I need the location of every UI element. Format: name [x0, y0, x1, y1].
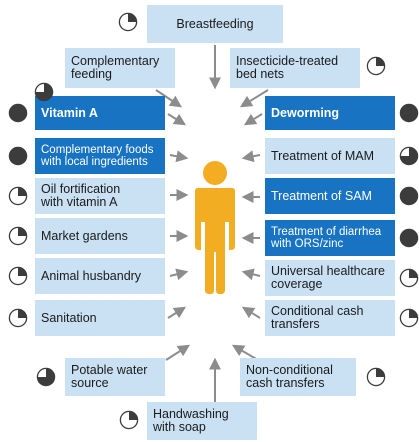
label-sanitation: Sanitation	[41, 310, 97, 325]
label-bed-nets: Insecticide-treated bed nets	[236, 54, 339, 81]
label-complementary-feeding: Complementary feeding	[71, 54, 160, 81]
pie-outline	[399, 228, 419, 248]
label-vitamin-a: Vitamin A	[41, 105, 98, 120]
pie-slice	[409, 269, 418, 278]
pie-slice	[128, 13, 137, 22]
pie-icon-sam	[399, 186, 419, 206]
box-vitamin-a: Vitamin A	[35, 96, 165, 130]
pie-icon-uhc	[399, 268, 419, 288]
arrow-vitamin-a	[167, 113, 187, 126]
box-conditional-cash: Conditional cash transfers	[265, 300, 395, 336]
box-handwashing: Handwashing with soap	[147, 402, 257, 440]
pie-icon-oil-fortification	[8, 186, 28, 206]
pie-icon-sanitation	[8, 308, 28, 328]
label-sam: Treatment of SAM	[271, 188, 372, 203]
box-bed-nets: Insecticide-treated bed nets	[230, 48, 360, 88]
pie-slice	[409, 309, 418, 318]
label-mam: Treatment of MAM	[271, 148, 375, 163]
arrow-sanitation	[167, 306, 187, 319]
box-diarrhea: Treatment of diarrhea with ORS/zinc	[265, 220, 395, 256]
pie-slice	[18, 267, 27, 276]
pie-icon-breastfeeding	[118, 12, 138, 32]
arrow-conditional-cash	[241, 306, 261, 319]
pie-outline	[8, 146, 28, 166]
pie-outline	[8, 103, 28, 123]
pie-slice	[129, 411, 138, 420]
box-oil-fortification: Oil fortification with vitamin A	[35, 178, 165, 214]
label-breastfeeding: Breastfeeding	[176, 16, 254, 31]
box-uhc: Universal healthcare coverage	[265, 260, 395, 296]
box-market-gardens: Market gardens	[35, 218, 165, 254]
arrow-local-foods	[169, 150, 189, 163]
label-oil-fortification: Oil fortification with vitamin A	[41, 182, 121, 209]
pie-slice	[376, 57, 385, 66]
pie-icon-conditional-cash	[399, 308, 419, 328]
pie-slice	[18, 227, 27, 236]
arrow-non-conditional-cash	[231, 344, 259, 361]
box-breastfeeding: Breastfeeding	[147, 5, 283, 43]
pie-slice	[18, 309, 27, 318]
label-deworming: Deworming	[271, 105, 340, 120]
pie-icon-non-conditional-cash	[366, 367, 386, 387]
label-market-gardens: Market gardens	[41, 228, 128, 243]
box-deworming: Deworming	[265, 96, 395, 130]
label-handwashing: Handwashing with soap	[153, 407, 229, 434]
pie-outline	[399, 186, 419, 206]
arrow-deworming	[243, 113, 263, 126]
pie-icon-market-gardens	[8, 226, 28, 246]
pie-icon-vitamin-a	[8, 103, 28, 123]
box-non-conditional-cash: Non-conditional cash transfers	[240, 358, 356, 396]
label-diarrhea: Treatment of diarrhea with ORS/zinc	[271, 225, 382, 251]
pie-icon-bed-nets	[366, 56, 386, 76]
pie-icon-mam	[399, 146, 419, 166]
pie-icon-diarrhea	[399, 228, 419, 248]
arrow-animal-husbandry	[169, 268, 189, 281]
pie-icon-deworming	[399, 103, 419, 123]
box-local-foods: Complementary foods with local ingredien…	[35, 138, 165, 174]
pie-slice	[35, 83, 53, 101]
arrow-potable-water	[165, 344, 191, 361]
arrow-mam	[241, 150, 261, 163]
arrow-bed-nets	[239, 89, 269, 108]
pie-icon-animal-husbandry	[8, 266, 28, 286]
pie-slice	[18, 187, 27, 196]
pie-slice	[400, 147, 418, 165]
pie-slice	[376, 368, 385, 377]
pie-outline	[399, 103, 419, 123]
label-conditional-cash: Conditional cash transfers	[271, 304, 364, 331]
pie-slice	[37, 368, 55, 386]
pie-icon-handwashing	[119, 410, 139, 430]
label-potable-water: Potable water source	[71, 363, 148, 390]
box-mam: Treatment of MAM	[265, 138, 395, 174]
label-non-conditional-cash: Non-conditional cash transfers	[246, 363, 333, 390]
arrow-complementary-feeding	[155, 89, 182, 108]
label-animal-husbandry: Animal husbandry	[41, 268, 142, 283]
pie-icon-complementary-feeding	[34, 82, 54, 102]
box-potable-water: Potable water source	[65, 358, 165, 396]
person-head	[203, 161, 227, 185]
pie-icon-potable-water	[36, 367, 56, 387]
box-sam: Treatment of SAM	[265, 178, 395, 214]
arrow-uhc	[241, 268, 261, 281]
person-body	[195, 188, 235, 294]
label-local-foods: Complementary foods with local ingredien…	[41, 143, 154, 169]
box-sanitation: Sanitation	[35, 300, 165, 336]
box-complementary-feeding: Complementary feeding	[65, 48, 175, 88]
pie-icon-local-foods	[8, 146, 28, 166]
box-animal-husbandry: Animal husbandry	[35, 258, 165, 294]
label-uhc: Universal healthcare coverage	[271, 264, 385, 291]
